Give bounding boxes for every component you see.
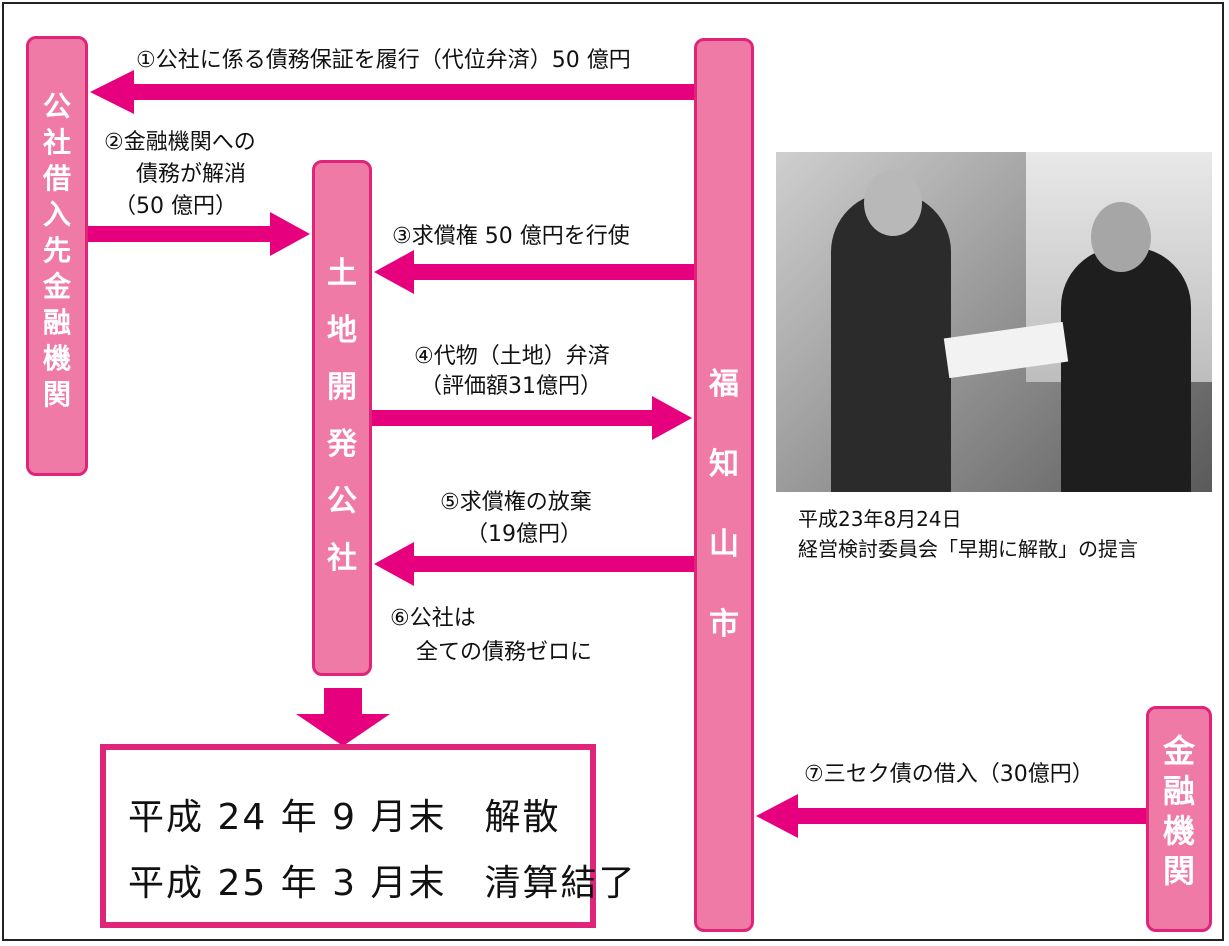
- node-left-bank-label: 公社借入先金融機関: [29, 89, 85, 413]
- label-step5-line1: ⑤求償権の放棄: [440, 490, 592, 515]
- photo-proposal-handover: [776, 152, 1212, 492]
- vertical-char: 発: [327, 427, 357, 462]
- arrow-step3: [374, 250, 694, 294]
- arrow-step2: [88, 212, 310, 256]
- photo-caption: 平成23年8月24日 経営検討委員会「早期に解散」の提言: [798, 504, 1138, 564]
- vertical-char: 開: [327, 370, 357, 405]
- photo-caption-line1: 平成23年8月24日: [798, 507, 962, 531]
- vertical-char: 機: [1162, 812, 1195, 850]
- vertical-char: 先: [42, 234, 71, 267]
- vertical-char: 公: [42, 90, 71, 123]
- arrow-step7: [756, 794, 1146, 838]
- vertical-char: 金: [1162, 732, 1195, 770]
- node-city: 福知山市: [694, 38, 754, 932]
- vertical-char: 土: [327, 256, 357, 291]
- vertical-char: 金: [42, 270, 71, 303]
- vertical-char: 福: [709, 367, 739, 402]
- label-step3: ③求償権 50 億円を行使: [392, 224, 630, 249]
- node-left-bank: 公社借入先金融機関: [26, 36, 88, 476]
- vertical-char: 山: [709, 527, 739, 562]
- node-kosha-label: 土地開発公社: [315, 245, 369, 587]
- label-step4-line1: ④代物（土地）弁済: [414, 344, 610, 369]
- vertical-char: 機: [42, 342, 71, 375]
- arrow-down-result: [296, 688, 390, 746]
- label-step1: ①公社に係る債務保証を履行（代位弁済）50 億円: [136, 48, 631, 73]
- photo-caption-line2: 経営検討委員会「早期に解散」の提言: [798, 537, 1138, 561]
- result-line1: 平成 24 年 9 月末 解散: [128, 797, 561, 838]
- vertical-char: 社: [42, 126, 71, 159]
- label-step5-line2: （19億円）: [466, 522, 582, 547]
- vertical-char: 融: [1162, 772, 1195, 810]
- vertical-char: 市: [709, 607, 739, 642]
- vertical-char: 借: [42, 162, 71, 195]
- label-step2-line2: 債務が解消: [136, 162, 247, 187]
- vertical-char: 入: [42, 198, 71, 231]
- vertical-char: 知: [709, 447, 739, 482]
- label-step2-line1: ②金融機関への: [104, 130, 256, 155]
- arrow-step1: [90, 70, 694, 114]
- vertical-char: 関: [1162, 852, 1195, 890]
- arrow-step5: [374, 542, 694, 586]
- result-box: 平成 24 年 9 月末 解散 平成 25 年 3 月末 清算結了: [100, 744, 635, 928]
- result-line2: 平成 25 年 3 月末 清算結了: [128, 863, 637, 904]
- vertical-char: 社: [327, 541, 357, 576]
- vertical-char: 関: [42, 378, 71, 411]
- node-city-label: 福知山市: [697, 345, 751, 665]
- node-right-bank: 金融機関: [1146, 706, 1212, 932]
- label-step4-line2: （評価額31億円）: [420, 374, 602, 399]
- label-step6-line1: ⑥公社は: [390, 606, 476, 631]
- label-step7: ⑦三セク債の借入（30億円）: [804, 762, 1094, 787]
- arrow-step4: [372, 396, 692, 440]
- vertical-char: 融: [42, 306, 71, 339]
- node-kosha: 土地開発公社: [312, 160, 372, 676]
- label-step6-line2: 全ての債務ゼロに: [416, 640, 593, 665]
- label-step2-line3: （50 億円）: [114, 194, 237, 219]
- vertical-char: 地: [327, 313, 357, 348]
- vertical-char: 公: [327, 484, 357, 519]
- node-right-bank-label: 金融機関: [1149, 731, 1209, 891]
